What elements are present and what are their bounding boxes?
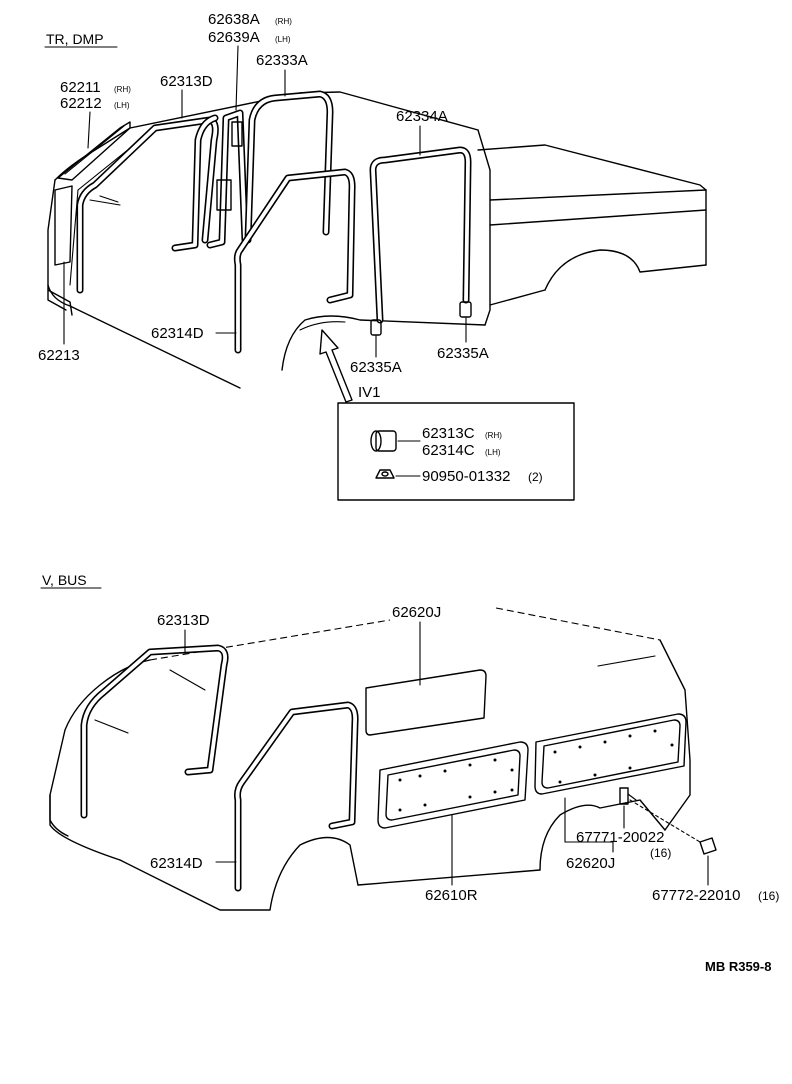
label-62620J-top: 62620J [392, 604, 441, 621]
label-62313C-rh: (RH) [485, 431, 502, 440]
side-panel-62610R [377, 741, 529, 829]
center-pillar-seal [206, 109, 249, 249]
label-62313C: 62313C [422, 425, 475, 442]
section-header-truck: TR, DMP [44, 31, 118, 48]
van-body-outline [49, 607, 691, 911]
label-67771-qty: (16) [650, 846, 671, 860]
cowl-seal-strip [57, 121, 131, 181]
drawing-reference: MB R359-8 [705, 959, 771, 974]
section-header-van: V, BUS [40, 572, 102, 589]
label-62313D-bottom: 62313D [157, 612, 210, 629]
clip-62335A-left [370, 319, 382, 336]
label-90950-01332: 90950-01332 [422, 468, 510, 485]
label-62211: 62211 [60, 79, 101, 96]
label-62314C: 62314C [422, 442, 475, 459]
windshield-weatherstrip [76, 116, 219, 294]
label-62334A: 62334A [396, 108, 448, 125]
view-label-iv1: IV1 [358, 384, 381, 401]
label-62213: 62213 [38, 347, 80, 364]
label-62620J-bottom: 62620J [566, 855, 615, 872]
front-door-seal-62313D [171, 114, 219, 252]
rear-window-frame-62334A [369, 146, 472, 324]
label-62314C-lh: (LH) [485, 448, 501, 457]
push-rivet-icon [629, 799, 717, 855]
label-62335A-left: 62335A [350, 359, 402, 376]
label-62610R: 62610R [425, 887, 478, 904]
labels-van: 62313D 62620J 62314D 62610R 62620J 67771… [150, 604, 779, 904]
rear-panel-62620J [534, 713, 687, 795]
label-90950-qty: (2) [528, 470, 543, 484]
upper-window-panel [365, 669, 487, 736]
rear-door-frame-62333A [244, 90, 334, 244]
label-67772-qty: (16) [758, 889, 779, 903]
label-62313D-top: 62313D [160, 73, 213, 90]
label-62638A: 62638A [208, 11, 260, 28]
label-62212-lh: (LH) [114, 101, 130, 110]
section-title-van: V, BUS [42, 572, 87, 588]
front-pillar-seal [54, 185, 73, 266]
label-62333A: 62333A [256, 52, 308, 69]
clip-62335A-right [459, 301, 472, 318]
lower-door-seal-62314D [233, 168, 356, 354]
label-62638A-rh: (RH) [275, 17, 292, 26]
label-62314D-top: 62314D [151, 325, 204, 342]
cylinder-clip-icon [370, 430, 397, 452]
label-62639A: 62639A [208, 29, 260, 46]
nut-icon [375, 469, 395, 479]
labels-truck: 62638A (RH) 62639A (LH) 62333A 62211 (RH… [38, 11, 489, 376]
inset-detail-box: 62313C (RH) 62314C (LH) 90950-01332 (2) [337, 402, 575, 501]
van-lower-door-seal [234, 701, 359, 892]
view-arrow-iv1: IV1 [319, 329, 381, 403]
label-62211-rh: (RH) [114, 85, 131, 94]
section-title-truck: TR, DMP [46, 31, 104, 47]
label-62639A-lh: (LH) [275, 35, 291, 44]
retainer-clip-icon [619, 787, 637, 805]
label-62212: 62212 [60, 95, 102, 112]
label-62314D-bottom: 62314D [150, 855, 203, 872]
van-windshield-seal [80, 644, 229, 819]
label-67771-20022: 67771-20022 [576, 829, 664, 846]
label-62335A-right: 62335A [437, 345, 489, 362]
label-67772-22010: 67772-22010 [652, 887, 740, 904]
